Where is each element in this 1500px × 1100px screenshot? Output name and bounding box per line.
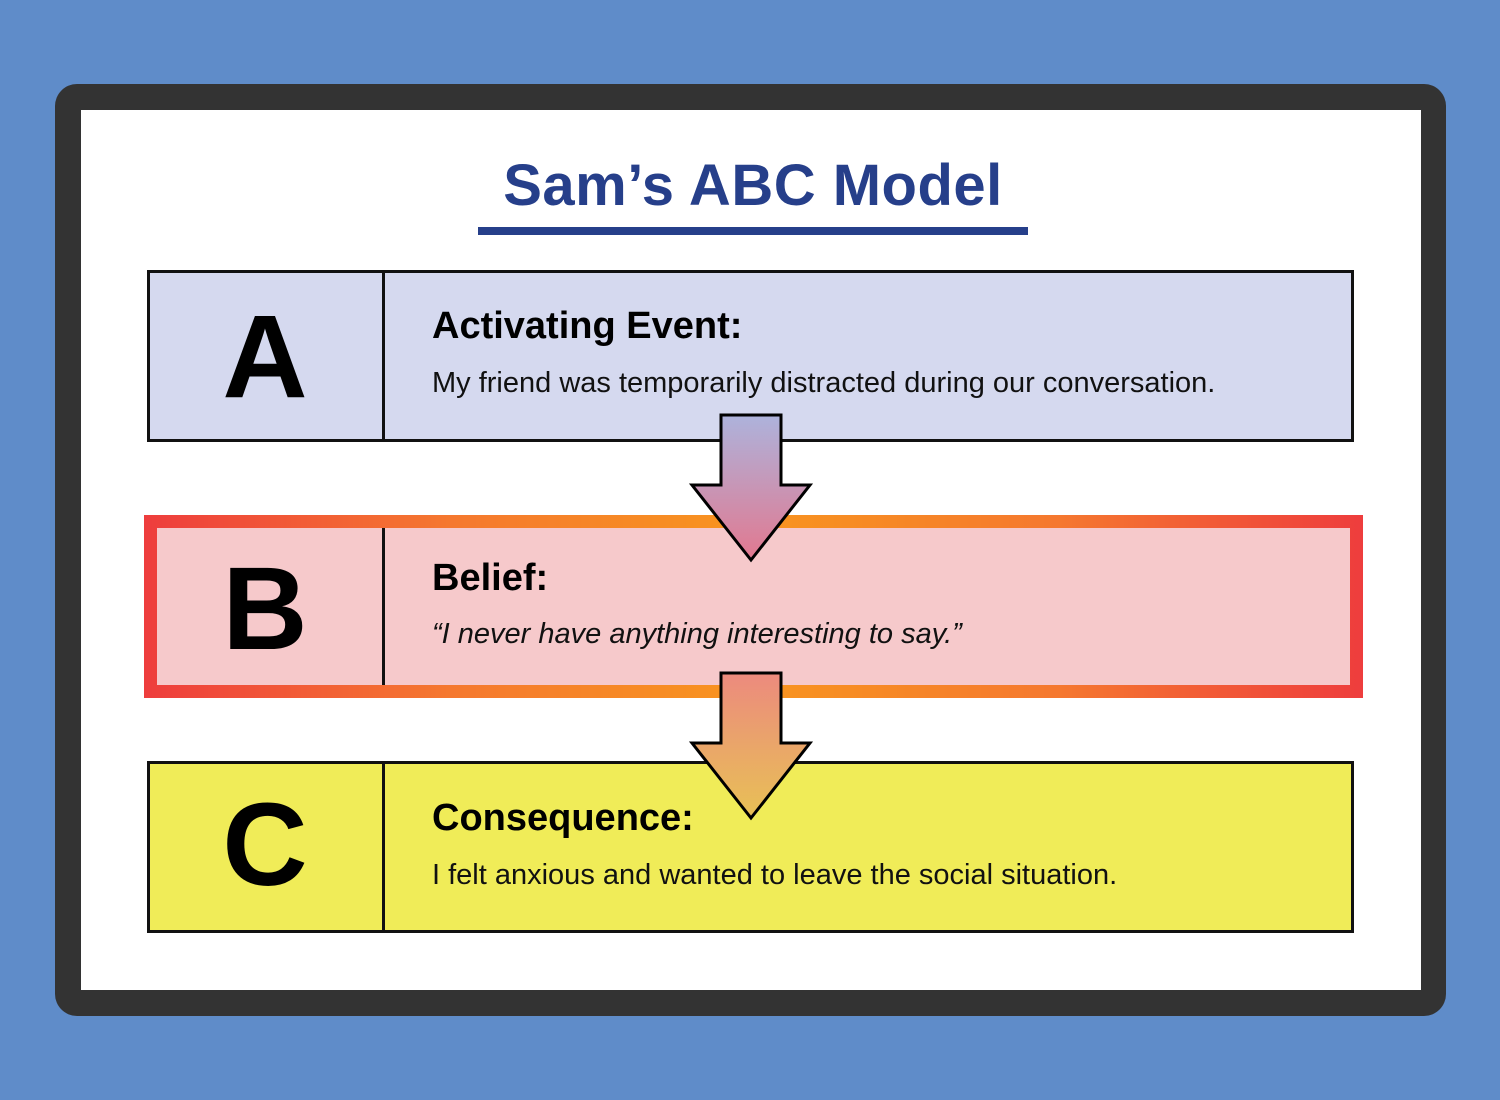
row-c-label: Consequence: xyxy=(432,797,694,839)
row-b-divider xyxy=(382,528,385,685)
page-title: Sam’s ABC Model xyxy=(503,153,1003,218)
row-b-label: Belief: xyxy=(432,557,549,599)
row-a-letter: A xyxy=(222,291,308,423)
row-c-letter: C xyxy=(222,779,308,911)
row-b-text: “I never have anything interesting to sa… xyxy=(432,618,962,650)
row-a-label: Activating Event: xyxy=(432,305,743,347)
row-c-text: I felt anxious and wanted to leave the s… xyxy=(432,859,1118,891)
row-c-divider xyxy=(382,761,385,933)
row-b-letter: B xyxy=(222,543,308,675)
row-a-divider xyxy=(382,270,385,442)
down-arrow-icon xyxy=(688,671,814,821)
row-a-text: My friend was temporarily distracted dur… xyxy=(432,367,1216,399)
down-arrow-icon xyxy=(688,413,814,563)
title-underline xyxy=(478,227,1028,235)
